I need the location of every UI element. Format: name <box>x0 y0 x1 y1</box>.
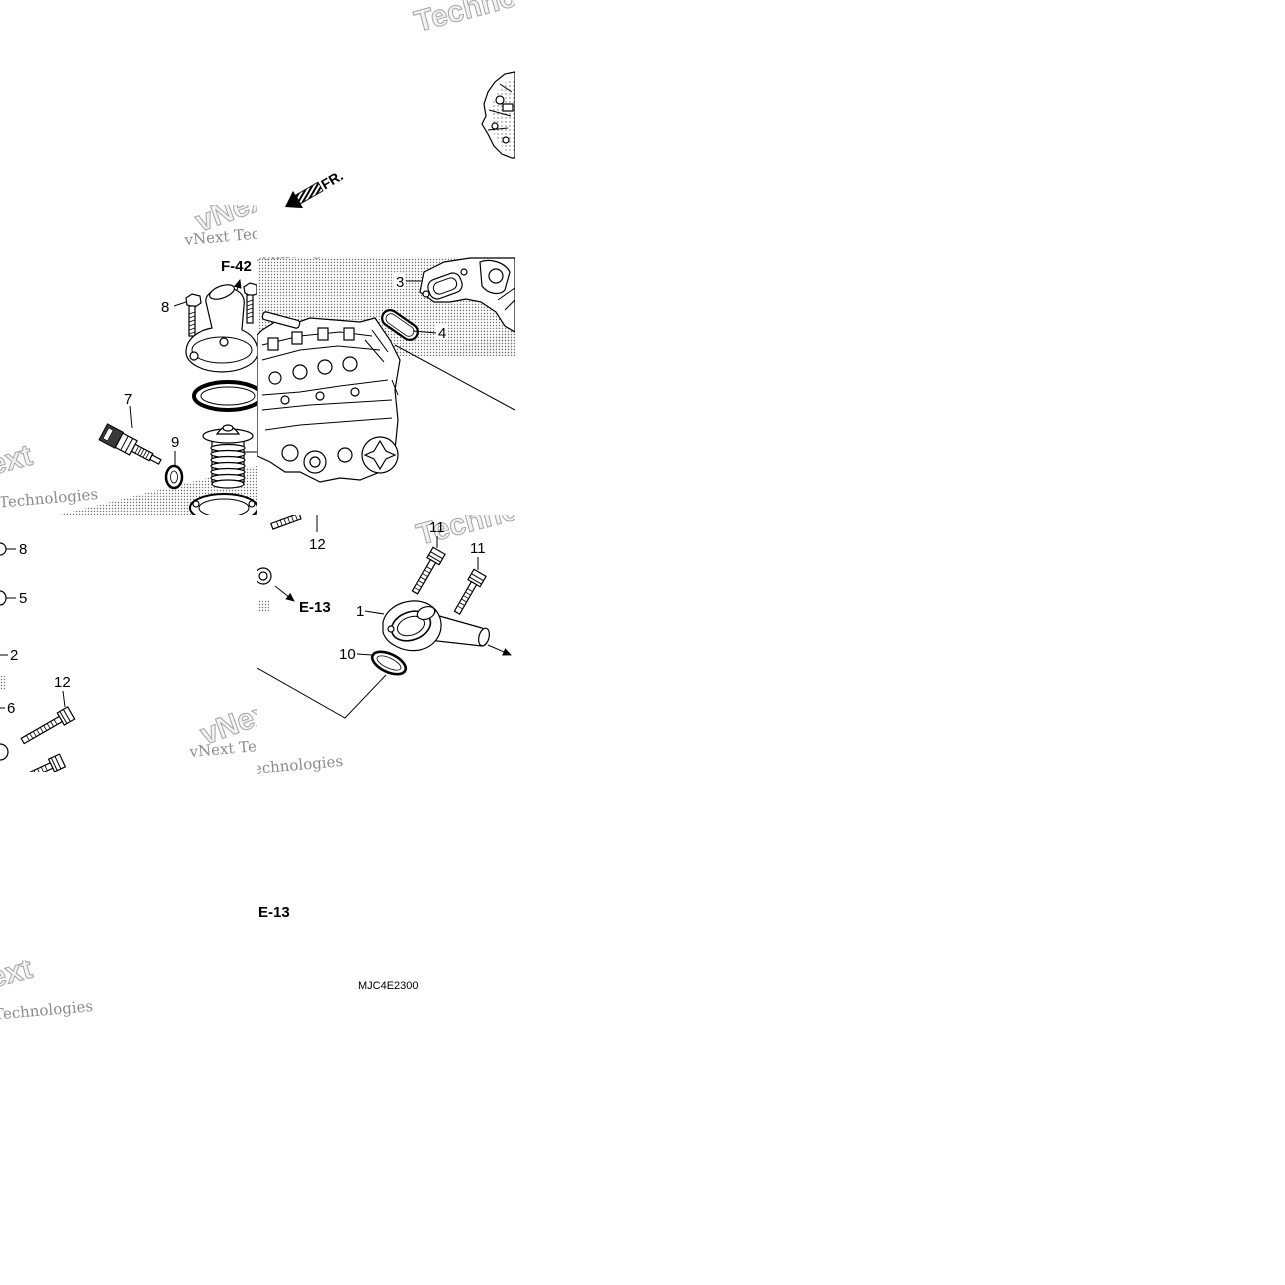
o-ring <box>0 542 7 556</box>
callout-7[interactable]: 7 <box>124 391 132 408</box>
fitting <box>257 567 272 585</box>
watermark-text: vNext Technologies <box>0 997 94 1028</box>
watermark: vNext vNext Technologies <box>188 692 257 761</box>
watermark-text: vNext <box>0 952 36 1005</box>
callout-leader <box>364 610 385 615</box>
assembly-line <box>394 344 515 411</box>
callout-2[interactable]: 2 <box>10 647 18 664</box>
hose-direction-arrow <box>487 644 512 656</box>
reference-f42[interactable]: F-42 <box>221 258 252 275</box>
flange-bolt <box>243 282 257 324</box>
engine-partial-view <box>481 71 515 159</box>
coolant-temperature-sensor <box>98 423 162 465</box>
callout-leader <box>62 690 66 708</box>
front-direction-arrow: FR. <box>285 167 346 209</box>
reference-e13-bottom[interactable]: E-13 <box>258 904 290 921</box>
reference-e13[interactable]: E-13 <box>299 599 331 616</box>
engine-cylinder-head <box>257 311 401 483</box>
stipple-shading <box>0 676 6 690</box>
tile-right-low: Technologies vNext Technologies 12 E-13 … <box>257 470 606 780</box>
callout-4[interactable]: 4 <box>438 325 446 342</box>
thermostat <box>202 424 254 489</box>
callout-8-lower[interactable]: 8 <box>19 541 27 558</box>
flange-bolt-12 <box>20 706 76 745</box>
flange-bolt-8 <box>185 293 202 337</box>
arrow-head-icon <box>285 190 303 209</box>
flange-bolt <box>22 753 67 772</box>
seal-ring <box>0 590 7 606</box>
callout-leader <box>412 330 437 334</box>
thermostat-gasket <box>189 493 257 515</box>
callout-6[interactable]: 6 <box>7 700 15 717</box>
watermark-text: Technologies <box>411 0 604 39</box>
diagram-code: MJC4E2300 <box>358 980 419 992</box>
callout-12-upper[interactable]: 12 <box>309 536 326 553</box>
watermark: vNext vNext Technologies <box>0 952 94 1028</box>
seal-ring <box>192 380 257 412</box>
flange-bolt-12 <box>270 515 302 530</box>
watermark-text: vNext <box>0 439 36 492</box>
arrow-shaft <box>294 181 324 205</box>
callout-8-upper[interactable]: 8 <box>161 299 169 316</box>
o-ring <box>381 309 419 341</box>
stipple-shading <box>257 600 269 612</box>
front-direction-label: FR. <box>318 167 346 192</box>
fitting <box>0 743 9 761</box>
tile-right-middle: vNext Technologies 3 4 <box>257 257 515 483</box>
thermostat-case <box>419 257 515 333</box>
callout-leader <box>129 405 133 429</box>
tile-top-right: Technologies FR. <box>285 0 604 209</box>
callout-1[interactable]: 1 <box>356 603 364 620</box>
callout-12-lower[interactable]: 12 <box>54 674 71 691</box>
callout-10[interactable]: 10 <box>339 646 356 663</box>
callout-11-b[interactable]: 11 <box>470 540 486 557</box>
sealing-washer <box>164 464 184 490</box>
callout-leader <box>356 653 373 656</box>
assembly-line <box>257 667 387 719</box>
o-ring <box>370 650 408 676</box>
flange-bolt-11 <box>453 568 487 615</box>
tile-left-low: vNext vNext Technologies 8 5 2 6 12 <box>0 541 257 772</box>
callout-9[interactable]: 9 <box>171 434 179 451</box>
tile-bottom-left: vNext vNext Technologies <box>0 952 94 1028</box>
watermark-text: vNext <box>191 180 279 239</box>
watermark-text: Technologies <box>413 470 606 551</box>
callout-5[interactable]: 5 <box>19 590 27 607</box>
flange-bolt-11 <box>411 546 446 595</box>
stipple-shading <box>430 330 515 356</box>
watermark: Technologies <box>411 0 604 39</box>
water-outlet-cover <box>185 284 257 373</box>
callout-leader <box>173 301 187 307</box>
callout-3[interactable]: 3 <box>396 274 404 291</box>
callout-11-a[interactable]: 11 <box>429 519 445 536</box>
thermostat-housing <box>382 600 490 652</box>
reference-e13-arrow <box>274 585 295 602</box>
